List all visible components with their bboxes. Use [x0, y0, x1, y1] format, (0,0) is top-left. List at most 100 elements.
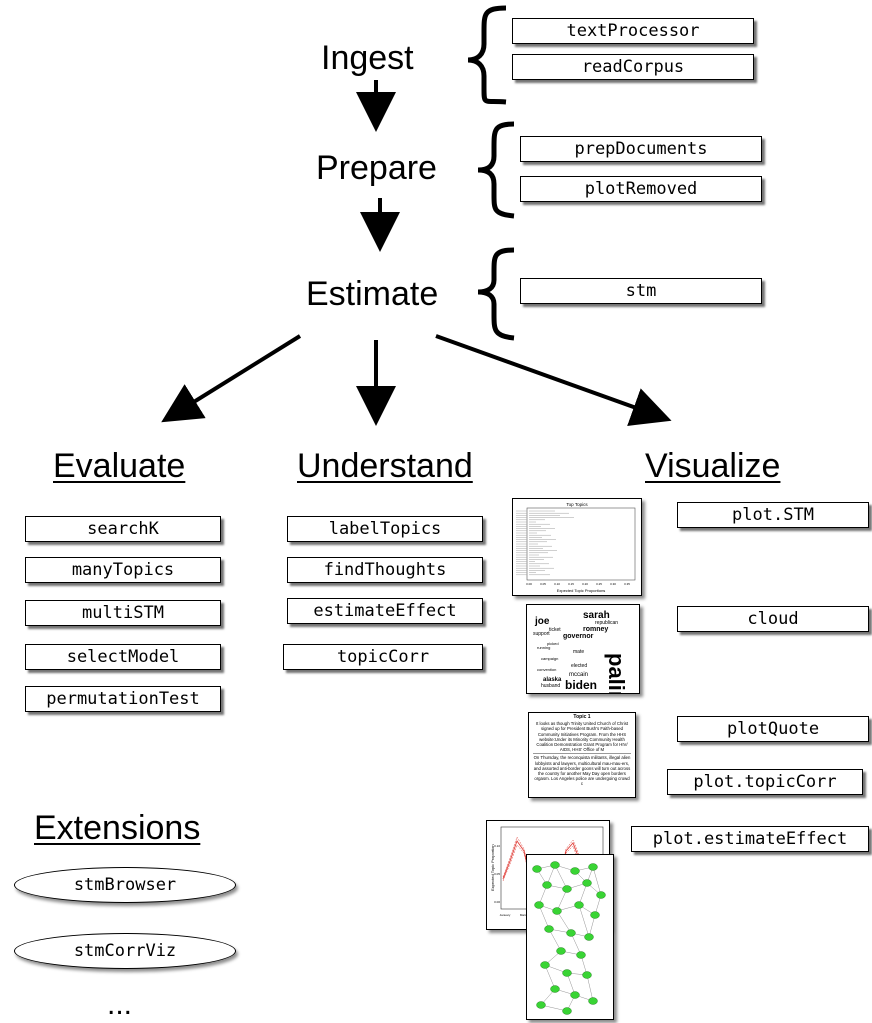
cloud-word-picked: picked	[547, 641, 559, 646]
topic-corr-edge	[556, 910, 572, 934]
ext-stmCorrViz[interactable]: stmCorrViz	[14, 933, 236, 969]
topic-corr-edge	[570, 932, 582, 956]
visualize-heading: Visualize	[645, 447, 781, 485]
cloud-word-alaska: alaska	[543, 677, 562, 683]
topic-corr-node	[542, 881, 552, 889]
cloud-word-support: support	[533, 631, 550, 637]
quote-title: Topic 1	[573, 714, 591, 720]
quote-paragraph-1: It looks as though Trinity United Church…	[533, 721, 631, 755]
topic-corr-edge	[578, 882, 588, 906]
topic-corr-node	[544, 925, 554, 933]
topic-corr-edge	[556, 888, 568, 912]
cloud-word-campaign: campaign	[541, 656, 558, 661]
prepare-label: Prepare	[316, 149, 437, 187]
fn-cloud[interactable]: cloud	[677, 606, 869, 632]
cloud-word-palin: palin	[604, 653, 629, 693]
topic-corr-node	[562, 885, 572, 893]
topic-corr-node	[552, 907, 562, 915]
fn-labelTopics[interactable]: labelTopics	[287, 516, 483, 542]
effect-ytick-label: 0.10	[494, 844, 500, 848]
ingest-label: Ingest	[321, 39, 414, 77]
fn-readCorpus[interactable]: readCorpus	[512, 54, 754, 80]
estimate-label: Estimate	[306, 275, 439, 313]
plot-stm-title: Top Topics	[566, 502, 588, 507]
fn-plot-estimateEffect[interactable]: plot.estimateEffect	[631, 826, 869, 852]
plot-stm-tick-label: 0.25	[596, 582, 602, 586]
cloud-word-governor: governor	[563, 633, 594, 640]
topic-corr-node	[588, 863, 598, 871]
topic-corr-node	[590, 911, 600, 919]
cloud-word-convention: convention	[537, 667, 556, 672]
fn-permutationTest[interactable]: permutationTest	[25, 686, 221, 712]
topic-corr-node	[540, 961, 550, 969]
plot-stm-tick-label: 0.00	[526, 582, 532, 586]
plot-stm-tick-label: 0.05	[540, 582, 546, 586]
plot-stm-tick-label: 0.35	[624, 582, 630, 586]
fn-prepDocuments[interactable]: prepDocuments	[520, 136, 762, 162]
topic-corr-edge	[544, 964, 556, 990]
topic-corr-node	[562, 969, 572, 977]
topic-corr-node	[582, 879, 592, 887]
topic-corr-edge	[538, 904, 550, 930]
fn-textProcessor[interactable]: textProcessor	[512, 18, 754, 44]
cloud-word-running: running	[537, 645, 550, 650]
plot-stm-tick-label: 0.30	[610, 582, 616, 586]
fn-plot-STM[interactable]: plot.STM	[677, 502, 869, 528]
topic-corr-node	[556, 947, 566, 955]
topic-corr-node	[582, 971, 592, 979]
topic-corr-node	[570, 991, 580, 999]
topic-corr-thumbnail	[526, 854, 614, 1020]
fn-topicCorr[interactable]: topicCorr	[283, 644, 483, 670]
fn-plotRemoved[interactable]: plotRemoved	[520, 176, 762, 202]
topic-corr-nodes	[532, 861, 606, 1015]
cloud-word-mate: mate	[573, 649, 584, 655]
effect-ytick-label: 0.00	[494, 900, 500, 904]
fn-findThoughts[interactable]: findThoughts	[287, 557, 483, 583]
effect-yticks: 0.00 0.05 0.10	[494, 844, 500, 904]
fn-selectModel[interactable]: selectModel	[25, 644, 221, 670]
plot-stm-tick-label: 0.10	[554, 582, 560, 586]
plot-stm-bars	[516, 510, 574, 576]
topic-corr-edge	[566, 972, 576, 996]
ext-stmBrowser[interactable]: stmBrowser	[14, 867, 236, 903]
cloud-thumbnail: sarah joe republican romney governor pal…	[526, 604, 640, 694]
topic-corr-edge	[554, 864, 568, 890]
estimate-to-evaluate-arrow	[161, 334, 302, 423]
extensions-heading: Extensions	[34, 809, 201, 847]
topic-corr-edge	[586, 974, 594, 1002]
topic-corr-node	[550, 985, 560, 993]
topic-corr-node	[532, 865, 542, 873]
effect-ytick-label: 0.05	[494, 872, 500, 876]
fn-multiSTM[interactable]: multiSTM	[25, 600, 221, 626]
effect-ylabel: Expected Topic Proportion	[490, 844, 495, 891]
plot-stm-xlabel: Expected Topic Proportions	[557, 588, 606, 593]
cloud-word-elected: elected	[571, 663, 587, 669]
estimate-to-visualize-arrow	[435, 334, 672, 426]
fn-manyTopics[interactable]: manyTopics	[25, 557, 221, 583]
topic-corr-edge	[578, 904, 590, 938]
topic-corr-edge	[588, 914, 596, 938]
topic-corr-node	[566, 929, 576, 937]
more-extensions-ellipsis: ...	[107, 988, 133, 1021]
topic-corr-node	[596, 891, 606, 899]
fn-estimateEffect[interactable]: estimateEffect	[287, 598, 483, 624]
cloud-word-sarah: sarah	[583, 610, 610, 621]
cloud-word-mccain: mccain	[569, 672, 588, 678]
fn-stm[interactable]: stm	[520, 278, 762, 304]
topic-corr-node	[534, 901, 544, 909]
topic-corr-node	[536, 1001, 546, 1009]
cloud-word-romney: romney	[583, 626, 608, 633]
fn-plotQuote[interactable]: plotQuote	[677, 716, 869, 742]
fn-plot-topicCorr[interactable]: plot.topicCorr	[667, 769, 863, 795]
topic-corr-node	[550, 861, 560, 869]
fn-searchK[interactable]: searchK	[25, 516, 221, 542]
topic-corr-node	[584, 933, 594, 941]
word-cloud-figure: sarah joe republican romney governor pal…	[533, 610, 629, 693]
topic-corr-edge	[548, 928, 562, 952]
cloud-word-ticket: ticket	[549, 627, 561, 633]
